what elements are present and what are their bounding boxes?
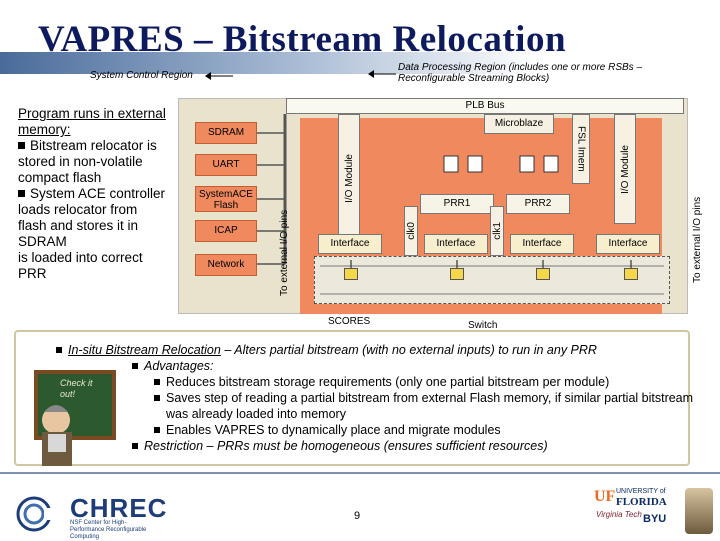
interface-block-1: Interface	[318, 234, 382, 254]
sdram-block: SDRAM	[195, 122, 257, 144]
main-point: In-situ Bitstream Relocation – Alters pa…	[56, 342, 708, 358]
network-block: Network	[195, 254, 257, 276]
external-io-pins-label-right: To external I/O pins	[692, 196, 703, 284]
uf-logo-icon: UF	[594, 488, 616, 505]
chalkboard-text: Check it out!	[60, 378, 93, 399]
systemace-block: SystemACE Flash	[195, 186, 257, 212]
bottom-panel	[14, 330, 690, 466]
restriction-point: Restriction – PRRs must be homogeneous (…	[132, 438, 708, 454]
data-processing-region-label: Data Processing Region (includes one or …	[398, 62, 643, 84]
left-description: Program runs in external memory: Bitstre…	[18, 106, 168, 282]
io-module-left: I/O Module	[338, 114, 360, 242]
advantage-2: Saves step of reading a partial bitstrea…	[154, 390, 708, 422]
clk0-block: clk0	[404, 206, 418, 256]
io-module-right: I/O Module	[614, 114, 636, 224]
bullet-icon	[18, 190, 25, 197]
interface-block-2: Interface	[424, 234, 488, 254]
left-trail: is loaded into correct PRR	[18, 250, 143, 281]
prr2-block: PRR2	[506, 194, 570, 214]
prr1-block: PRR1	[420, 194, 494, 214]
switch-box-4	[624, 268, 638, 280]
switch-label: Switch	[468, 320, 498, 331]
system-control-region-label: System Control Region	[90, 70, 193, 81]
scores-label: SCORES	[328, 316, 371, 327]
footer-bar	[0, 472, 720, 474]
bullet-icon	[132, 443, 138, 449]
bottom-list: In-situ Bitstream Relocation – Alters pa…	[48, 342, 708, 454]
switch-box-1	[344, 268, 358, 280]
page-number: 9	[354, 510, 361, 522]
bullet-icon	[132, 363, 138, 369]
arrow-left-icon	[205, 72, 233, 80]
advantages-heading: Advantages:	[132, 358, 708, 374]
clk1-block: clk1	[490, 206, 504, 256]
external-io-pins-label-left: To external I/O pins	[279, 209, 290, 297]
uart-block: UART	[195, 154, 257, 176]
left-bullet-1: Bitstream relocator is stored in non-vol…	[18, 138, 157, 185]
bullet-icon	[154, 379, 160, 385]
chrec-subtitle: NSF Center for High-Performance Reconfig…	[70, 520, 147, 540]
left-intro: Program runs in external memory:	[18, 106, 166, 137]
professor-chalkboard-clipart	[34, 370, 116, 466]
bullet-icon	[154, 395, 160, 401]
icap-block: ICAP	[195, 220, 257, 242]
microblaze-block: Microblaze	[484, 114, 554, 134]
switch-box-2	[450, 268, 464, 280]
switch-lines	[320, 260, 664, 295]
advantage-1: Reduces bitstream storage requirements (…	[154, 374, 708, 390]
left-bullet-2: System ACE controller loads relocator fr…	[18, 186, 166, 249]
arrow-left-icon	[368, 70, 396, 78]
switch-region	[314, 256, 670, 304]
peripheral-bus-lines	[257, 114, 287, 265]
advantage-3: Enables VAPRES to dynamically place and …	[154, 422, 708, 438]
chrec-logo-text: CHREC	[70, 493, 168, 523]
uf-florida: FLORIDA	[616, 496, 667, 508]
byu-logo: BYU	[643, 513, 667, 525]
interface-block-3: Interface	[510, 234, 574, 254]
switch-box-3	[536, 268, 550, 280]
interface-block-4: Interface	[596, 234, 660, 254]
plb-bus: PLB Bus	[286, 98, 684, 114]
bullet-icon	[154, 427, 160, 433]
fifo-icons	[443, 155, 559, 173]
title-bar	[0, 52, 540, 74]
virginia-tech-logo: Virginia Tech	[596, 510, 642, 519]
chrec-logo-icon	[16, 496, 66, 532]
bullet-icon	[18, 142, 25, 149]
portrait-image	[685, 488, 713, 534]
fsl-imem-block: FSL Imem	[572, 114, 590, 184]
uf-university-of: UNIVERSITY of	[616, 488, 666, 495]
bullet-icon	[56, 347, 62, 353]
